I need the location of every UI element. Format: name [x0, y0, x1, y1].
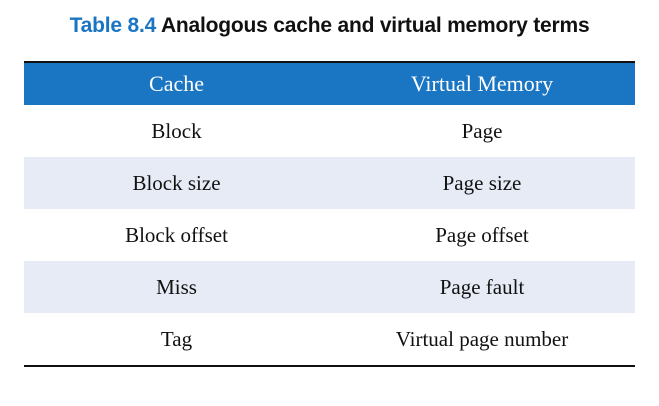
table-row: Tag Virtual page number	[24, 313, 635, 367]
cell-cache-term: Block size	[24, 157, 329, 209]
cell-cache-term: Miss	[24, 261, 329, 313]
top-rule	[24, 61, 635, 63]
table-row: Block Page	[24, 105, 635, 157]
table-title: Analogous cache and virtual memory terms	[160, 14, 590, 37]
cell-cache-term: Tag	[24, 313, 329, 367]
table-row: Miss Page fault	[24, 261, 635, 313]
table-row: Block offset Page offset	[24, 209, 635, 261]
cell-cache-term: Block	[151, 118, 202, 143]
header-virtual-memory: Virtual Memory	[329, 63, 635, 105]
header-cache: Cache	[24, 63, 329, 105]
cell-vm-term: Page fault	[329, 261, 635, 313]
terms-table: Cache Virtual Memory Block Page Block si…	[24, 61, 635, 367]
cell-cache-term: Block offset	[125, 222, 228, 247]
table-caption: Table 8.4 Analogous cache and virtual me…	[0, 14, 659, 38]
table-number: Table 8.4	[69, 14, 157, 37]
cell-vm-term: Page size	[329, 157, 635, 209]
cell-vm-term: Virtual page number	[329, 313, 635, 367]
cell-vm-term: Page	[461, 118, 503, 143]
table-body: Cache Virtual Memory Block Page Block si…	[24, 63, 635, 367]
header-row: Cache Virtual Memory	[24, 63, 635, 105]
table-row: Block size Page size	[24, 157, 635, 209]
cell-vm-term: Page offset	[435, 222, 529, 247]
